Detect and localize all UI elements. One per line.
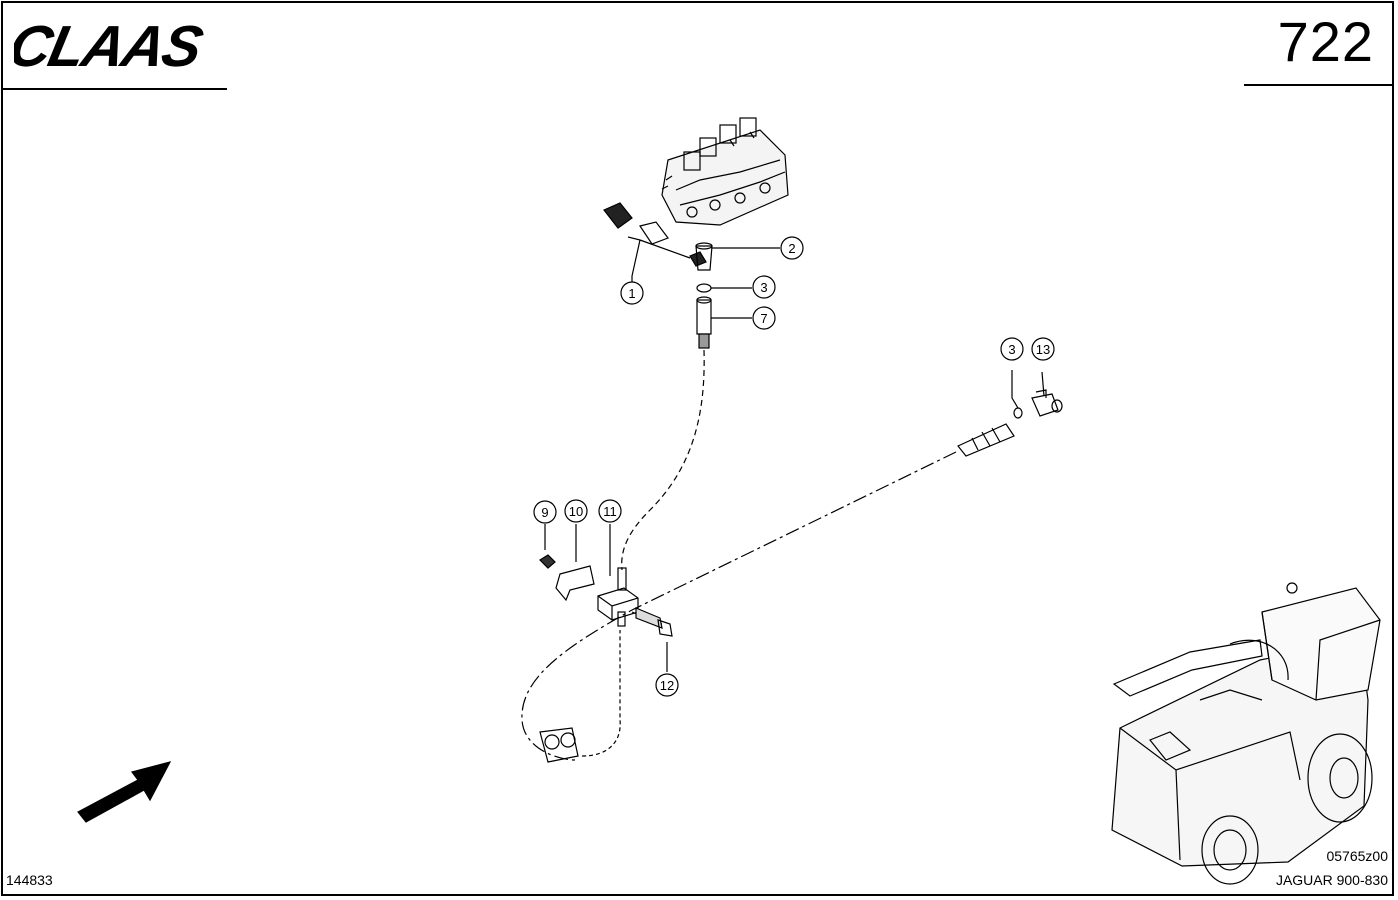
part-3-seal-ring [696, 283, 712, 293]
forage-harvester-overview [1111, 582, 1381, 885]
header-rule-right [1244, 84, 1392, 86]
callout-label-3b: 3 [1008, 342, 1015, 357]
control-valve-block [661, 117, 789, 226]
leader-1 [627, 236, 691, 283]
part-1-fittings [603, 202, 707, 267]
header-rule-left [3, 88, 227, 90]
callout-label-7: 7 [760, 311, 767, 326]
callout-circle-3 [752, 275, 776, 299]
callout-circle-1 [620, 281, 644, 305]
callout-label-12: 12 [660, 678, 674, 693]
leaders-3-13 [1011, 370, 1045, 409]
claas-logo: CLAAS [14, 18, 208, 72]
leaders-9-10-11-12 [544, 524, 668, 672]
part-2-union [695, 242, 713, 271]
callout-label-9: 9 [541, 505, 548, 520]
callout-label-2: 2 [788, 241, 795, 256]
part-7-hose-fitting [696, 296, 712, 349]
part-13-tee-fitting [1031, 389, 1063, 417]
callout-circle-10 [564, 499, 588, 523]
hydraulic-pipe-long [521, 451, 957, 761]
callout-label-3: 3 [760, 280, 767, 295]
part-11-holder-block [597, 567, 639, 627]
part-3-seal-ring-right [1013, 407, 1023, 419]
callout-circle-7 [752, 306, 776, 330]
callout-circle-2 [780, 236, 804, 260]
page-number: 722 [1277, 10, 1374, 73]
callout-circle-3b [1000, 337, 1024, 361]
leaders-2-3-7 [711, 247, 780, 319]
svg-text:CLAAS: CLAAS [14, 18, 208, 72]
callout-label-13: 13 [1036, 342, 1050, 357]
callout-circle-12 [655, 673, 679, 697]
model-name: JAGUAR 900-830 [1275, 872, 1388, 888]
part-12-bolt [631, 607, 673, 637]
callout-circle-13 [1031, 337, 1055, 361]
hydraulic-hose-upper [621, 349, 705, 571]
view-direction-arrow [77, 761, 172, 823]
callout-circle-9 [533, 500, 557, 524]
document-number: 144833 [6, 872, 53, 888]
pipe-clamp [539, 727, 579, 763]
callout-label-10: 10 [569, 504, 583, 519]
hydraulic-hose-lower [581, 630, 621, 757]
callout-label-1: 1 [628, 286, 635, 301]
callout-circle-11 [598, 499, 622, 523]
part-10-bracket [555, 565, 595, 602]
callout-label-11: 11 [603, 504, 617, 519]
hose-end-fitting-right [957, 423, 1015, 457]
part-9-nut [539, 554, 556, 569]
figure-code: 05765z00 [1326, 848, 1388, 864]
